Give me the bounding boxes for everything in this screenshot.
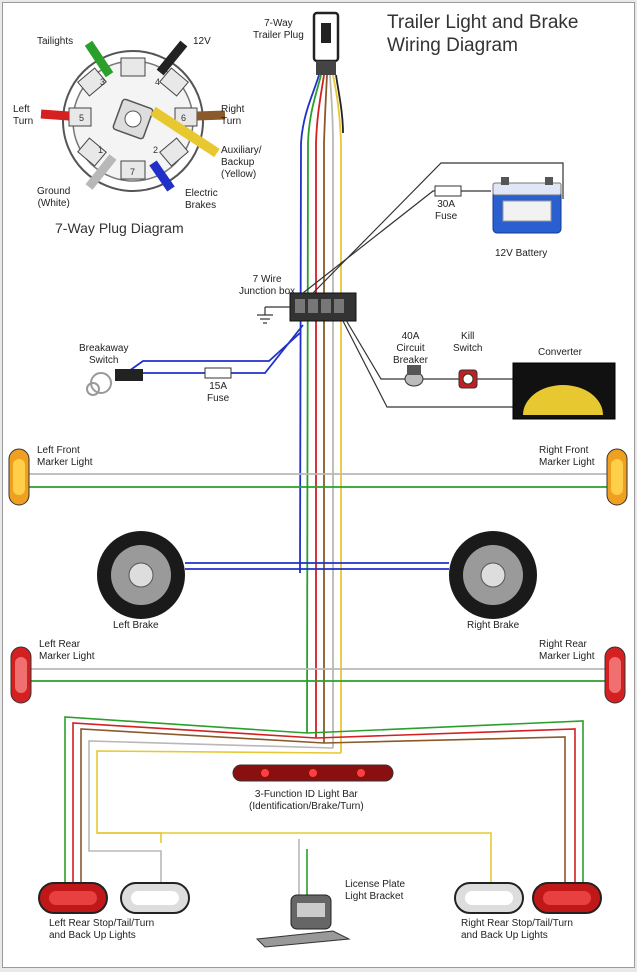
- ground-symbol: [257, 306, 290, 324]
- right-front-marker-light: [606, 448, 628, 506]
- breakaway-wires: [128, 324, 304, 374]
- pin-7: 7: [130, 167, 135, 177]
- plug-face: [62, 50, 204, 192]
- brake-wires: [185, 562, 449, 570]
- label-id-light-bar: 3-Function ID Light Bar(Identification/B…: [249, 789, 364, 812]
- label-left-brake: Left Brake: [113, 620, 159, 631]
- right-brake: [449, 531, 537, 619]
- pin-2: 2: [153, 145, 158, 155]
- rear-marker-wires: [29, 668, 607, 682]
- plug-pin-numbers: 3 4 5 6 1 2 7: [79, 77, 186, 177]
- pin-6: 6: [181, 113, 186, 123]
- left-brake: [97, 531, 185, 619]
- rear-harness: [64, 716, 584, 903]
- pin-3: 3: [100, 77, 105, 87]
- wiring-svg: 3 4 5 6 1 2 7: [8, 11, 628, 948]
- junction-box: [289, 292, 357, 322]
- trailer-plug: [312, 11, 340, 75]
- right-rear-marker-light: [604, 646, 626, 704]
- battery-circuit-wires: [302, 162, 564, 408]
- license-plate-bracket: [255, 894, 351, 948]
- circuit-breaker: [404, 365, 424, 387]
- right-rear-backup-light: [454, 882, 524, 914]
- label-right-brake: Right Brake: [467, 620, 520, 631]
- pin-5: 5: [79, 113, 84, 123]
- label-battery: 12V Battery: [495, 248, 548, 259]
- left-rear-backup-light: [120, 882, 190, 914]
- pin-1: 1: [98, 145, 103, 155]
- fuse-15a: [204, 367, 232, 379]
- id-light-bar: [232, 764, 394, 782]
- left-front-marker-light: [8, 448, 30, 506]
- converter: [512, 362, 616, 420]
- left-rear-marker-light: [10, 646, 32, 704]
- main-harness: [299, 74, 344, 753]
- plug-wire-pointers: [40, 40, 226, 192]
- left-rear-stop-light: [38, 882, 108, 914]
- battery: [492, 177, 562, 234]
- label-taillights: Tailights: [37, 36, 74, 47]
- label-converter: Converter: [538, 347, 582, 358]
- kill-switch: [458, 369, 478, 389]
- label-ground: Ground(White): [37, 186, 71, 209]
- plug-diagram-caption: 7-Way Plug Diagram: [55, 220, 184, 236]
- right-rear-stop-light: [532, 882, 602, 914]
- diagram-title: Trailer Light and Brake Wiring Diagram: [387, 12, 579, 56]
- breakaway-switch: [86, 369, 143, 396]
- front-marker-wires: [29, 473, 607, 488]
- label-12v: 12V: [193, 36, 211, 47]
- pin-4: 4: [155, 77, 160, 87]
- fuse-30a: [434, 185, 462, 197]
- label-auxiliary: Auxiliary/Backup(Yellow): [221, 145, 262, 180]
